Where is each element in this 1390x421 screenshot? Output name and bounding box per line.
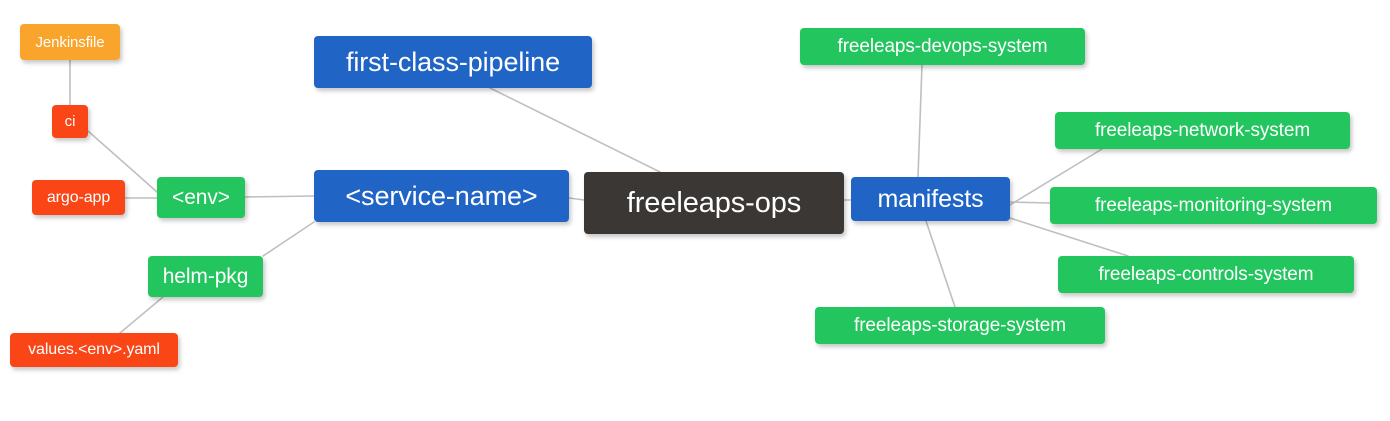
node-service-name[interactable]: <service-name> <box>314 170 569 222</box>
node-label-helm-pkg: helm-pkg <box>162 265 249 288</box>
node-freeleaps-storage-system[interactable]: freeleaps-storage-system <box>815 307 1105 344</box>
node-first-class-pipeline[interactable]: first-class-pipeline <box>314 36 592 88</box>
edge-service-name-to-helm-pkg <box>262 221 315 257</box>
node-freeleaps-network-system[interactable]: freeleaps-network-system <box>1055 112 1350 149</box>
node-label-freeleaps-storage-system: freeleaps-storage-system <box>854 315 1066 336</box>
node-helm-pkg[interactable]: helm-pkg <box>148 256 263 297</box>
node-label-env: <env> <box>172 186 230 209</box>
node-label-values-yaml: values.<env>.yaml <box>28 341 160 358</box>
edge-service-name-to-freeleaps-ops <box>568 197 585 201</box>
node-label-freeleaps-devops-system: freeleaps-devops-system <box>837 36 1048 57</box>
edge-manifests-to-freeleaps-storage-system <box>925 220 956 308</box>
node-label-manifests: manifests <box>877 184 984 213</box>
node-argo-app[interactable]: argo-app <box>32 180 125 215</box>
edge-first-class-pipeline-to-freeleaps-ops <box>489 87 661 173</box>
node-label-first-class-pipeline: first-class-pipeline <box>345 46 561 77</box>
edge-manifests-to-freeleaps-devops-system <box>917 64 923 178</box>
edge-helm-pkg-to-values-yaml <box>119 296 164 334</box>
node-env[interactable]: <env> <box>157 177 245 218</box>
node-label-freeleaps-monitoring-system: freeleaps-monitoring-system <box>1095 195 1332 216</box>
node-freeleaps-monitoring-system[interactable]: freeleaps-monitoring-system <box>1050 187 1377 224</box>
node-label-argo-app: argo-app <box>46 188 111 206</box>
node-freeleaps-controls-system[interactable]: freeleaps-controls-system <box>1058 256 1354 293</box>
node-freeleaps-devops-system[interactable]: freeleaps-devops-system <box>800 28 1085 65</box>
node-ci[interactable]: ci <box>52 105 88 138</box>
node-label-freeleaps-network-system: freeleaps-network-system <box>1094 120 1311 141</box>
node-label-service-name: <service-name> <box>345 180 538 211</box>
node-label-jenkinsfile: Jenkinsfile <box>35 33 105 51</box>
node-manifests[interactable]: manifests <box>851 177 1010 221</box>
node-values-yaml[interactable]: values.<env>.yaml <box>10 333 178 367</box>
node-label-freeleaps-controls-system: freeleaps-controls-system <box>1098 264 1314 285</box>
node-jenkinsfile[interactable]: Jenkinsfile <box>20 24 120 60</box>
node-label-ci: ci <box>64 113 76 130</box>
edge-manifests-to-freeleaps-monitoring-system <box>1009 201 1051 204</box>
node-freeleaps-ops[interactable]: freeleaps-ops <box>584 172 844 234</box>
edge-env-to-service-name <box>244 195 315 198</box>
node-label-freeleaps-ops: freeleaps-ops <box>626 186 802 219</box>
